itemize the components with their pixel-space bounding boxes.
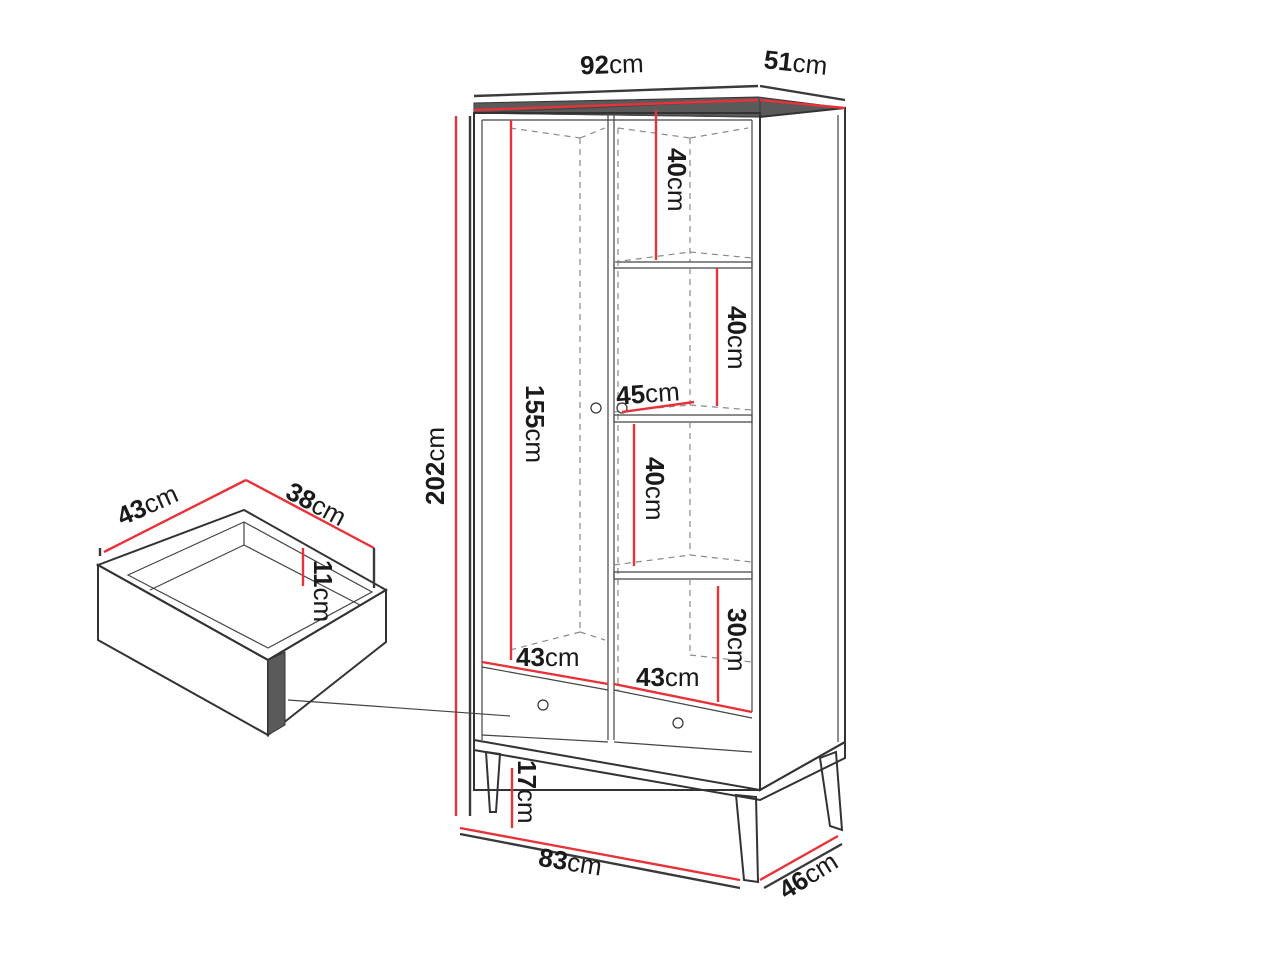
drawer-front-panel	[97, 563, 269, 737]
wardrobe-plinth	[473, 738, 846, 802]
wardrobe-side-panel	[759, 106, 846, 792]
label-shelf-bottom-height: 30cm	[722, 608, 752, 672]
label-base-width: 83cm	[537, 842, 605, 882]
leg-front-left	[484, 750, 502, 813]
label-shelf-top-height: 40cm	[662, 148, 692, 212]
door-knob-left	[590, 402, 602, 414]
drawer-knob-right	[672, 717, 684, 729]
dimension-labels: 92cm 51cm 202cm 155cm 40cm 40cm 40cm 30c…	[112, 44, 843, 905]
label-right-inner-width: 43cm	[636, 662, 700, 692]
label-shelf-low-height: 40cm	[640, 457, 670, 521]
label-wardrobe-height: 202cm	[420, 427, 450, 505]
wardrobe-dimension-lines	[287, 84, 846, 890]
label-shelf-depth: 45cm	[615, 376, 681, 410]
label-hanging-height: 155cm	[520, 385, 550, 463]
drawer-knob-left	[537, 699, 549, 711]
label-leg-height: 17cm	[512, 760, 542, 824]
drawer-drawing	[95, 508, 388, 738]
label-drawer-height: 11cm	[308, 560, 338, 622]
label-drawer-depth: 38cm	[281, 476, 351, 532]
label-wardrobe-width: 92cm	[580, 48, 645, 80]
label-left-inner-width: 43cm	[516, 642, 580, 672]
label-base-depth: 46cm	[773, 846, 843, 905]
leg-front-right	[734, 793, 760, 884]
drawer-dimension-lines	[98, 478, 376, 588]
label-wardrobe-depth: 51cm	[763, 44, 829, 80]
label-drawer-width: 43cm	[112, 478, 182, 531]
label-shelf-mid-height: 40cm	[722, 306, 752, 370]
leg-back-right	[818, 750, 844, 832]
